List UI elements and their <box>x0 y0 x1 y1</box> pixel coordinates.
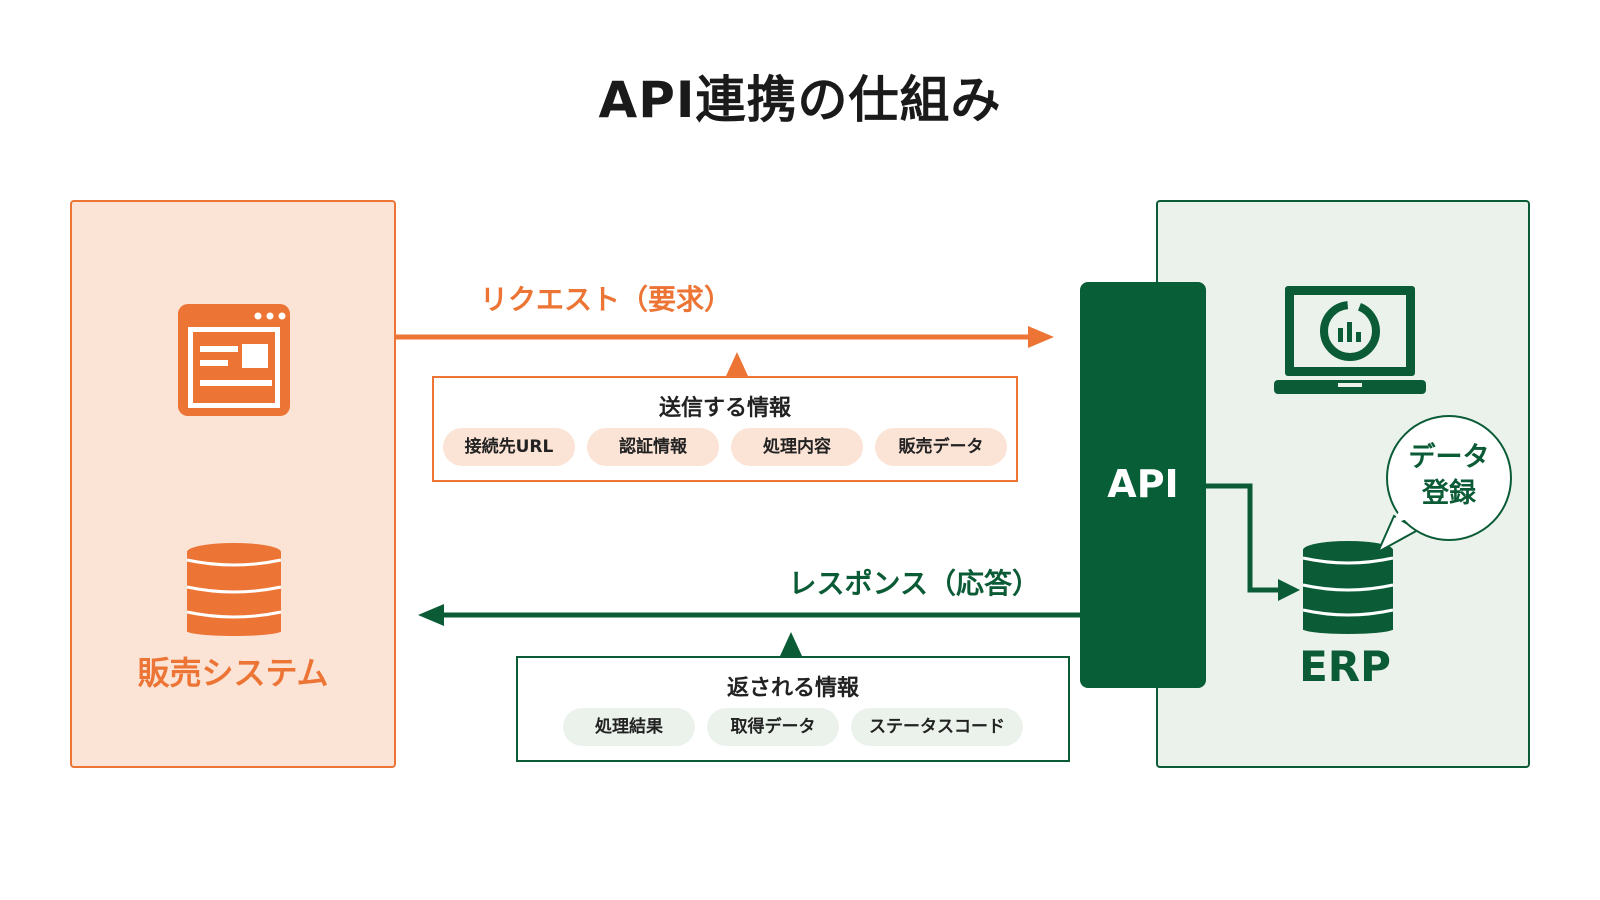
response-pointer <box>780 632 802 656</box>
bubble-tail-cover <box>1392 506 1422 524</box>
response-arrow <box>418 604 1082 626</box>
response-info-box: 返される情報 処理結果 取得データ ステータスコード <box>516 656 1070 762</box>
page-title: API連携の仕組み <box>598 71 1002 129</box>
response-label: レスポンス（応答） <box>788 567 1040 600</box>
bubble-line-1: データ <box>1408 442 1490 473</box>
sales-system-panel <box>70 200 396 768</box>
api-to-erp-arrow <box>1206 483 1300 601</box>
sales-system-label: 販売システム <box>137 654 329 692</box>
database-icon <box>186 543 282 636</box>
request-item: 販売データ <box>875 428 1007 466</box>
response-item: 処理結果 <box>563 708 695 746</box>
erp-label: ERP <box>1299 642 1391 691</box>
api-block <box>1080 282 1206 688</box>
laptop-chart-icon <box>1274 286 1426 394</box>
request-label: リクエスト（要求） <box>480 283 733 316</box>
request-info-title: 送信する情報 <box>658 396 791 421</box>
request-info-box: 送信する情報 接続先URL 認証情報 処理内容 販売データ <box>432 376 1018 482</box>
request-item: 処理内容 <box>731 428 863 466</box>
data-registration-bubble <box>1386 415 1512 541</box>
response-info-title: 返される情報 <box>726 676 859 701</box>
data-registration-text: データ 登録 <box>1386 440 1512 512</box>
request-item: 接続先URL <box>443 428 575 466</box>
request-arrow <box>396 326 1054 348</box>
response-item: ステータスコード <box>851 708 1023 746</box>
api-label: API <box>1107 462 1179 506</box>
request-pointer <box>726 352 748 376</box>
response-item: 取得データ <box>707 708 839 746</box>
browser-window-icon <box>178 304 290 416</box>
erp-database-icon <box>1302 541 1394 634</box>
bubble-line-2: 登録 <box>1422 478 1476 509</box>
request-item: 認証情報 <box>587 428 719 466</box>
